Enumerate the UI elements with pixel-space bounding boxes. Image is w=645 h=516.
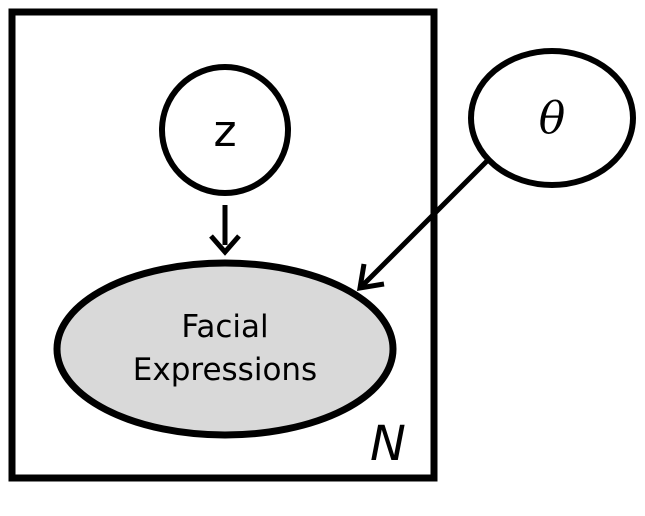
parameter-node-theta-label: θ [539, 93, 566, 144]
plate-label: N [370, 416, 406, 472]
parameter-node-theta [468, 48, 636, 188]
latent-node-z-label: z [213, 106, 236, 157]
observed-node-label-line1: Facial [181, 309, 268, 345]
observed-node-facial-expressions [53, 259, 397, 439]
edge-z-to-observed [209, 205, 241, 256]
plate-rectangle [8, 8, 438, 482]
edge-theta-to-observed [356, 156, 492, 292]
observed-node-label-line2: Expressions [133, 352, 317, 388]
latent-node-z [159, 64, 291, 196]
